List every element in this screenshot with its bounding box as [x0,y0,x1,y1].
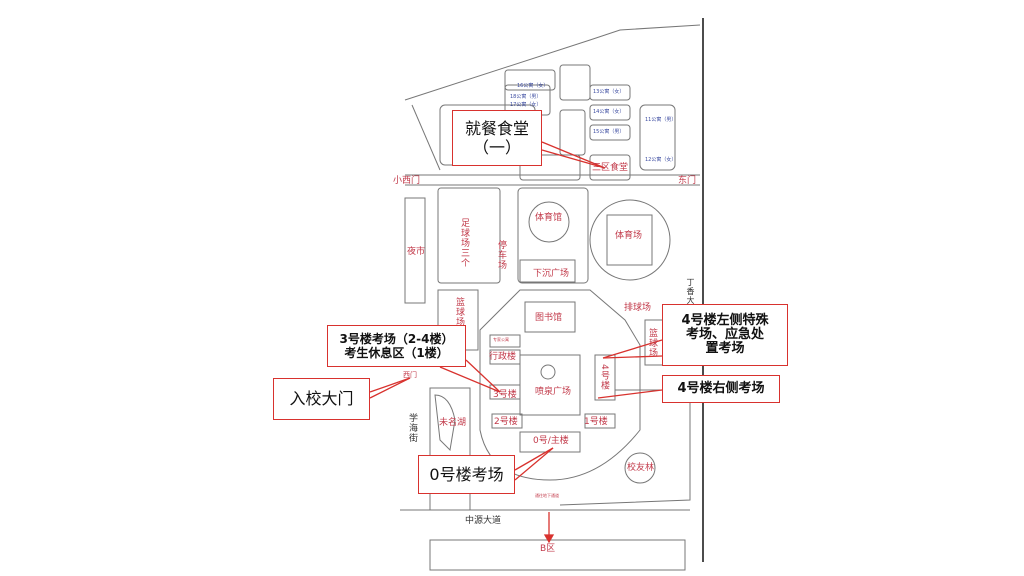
zhongyuan-avenue-label: 中源大道 [465,516,502,526]
xuehai-street-label: 学海街 [407,413,417,443]
lake-label: 未名湖 [439,418,467,428]
callout-line: 入校大门 [289,389,354,409]
dorm-label: 18公寓（男） [510,94,542,100]
callout-line: 4号楼右侧考场 [677,381,765,397]
building2-label: 2号楼 [494,417,518,427]
building3-callout: 3号楼考场（2-4楼） 考生休息区（1楼） [327,325,466,367]
dorm-label: 14公寓（女） [593,109,625,115]
west-gate-label: 西门 [403,371,417,379]
football-label: 足球场三个 [459,218,469,268]
callout-line: 4号楼左侧特殊 [681,312,769,328]
underpass-label: 通往地下通道 [535,493,559,498]
parking-label: 停车场 [496,240,506,270]
callout-line: 置考场 [705,341,745,357]
dining-hall-callout: 就餐食堂 （一） [452,110,542,166]
dorm-label: 16公寓（女） [517,83,549,89]
expert-apartment-label: 专家公寓 [493,337,509,342]
building4-right-callout: 4号楼右侧考场 [662,375,780,403]
lilac-avenue-label: 丁香大道 [686,278,695,314]
building4-label: 4号楼 [599,364,609,391]
building1-label: 1号楼 [584,417,608,427]
small-west-gate-label: 小西门 [393,176,421,186]
basketball-left-label: 篮球场 [454,297,464,327]
zone-b-label: B区 [540,544,556,554]
building0-callout: 0号楼考场 [418,455,515,494]
building4-left-callout: 4号楼左侧特殊 考场、应急处 置考场 [662,304,788,366]
volleyball-label: 排球场 [624,303,652,313]
entrance-callout: 入校大门 [273,378,370,420]
sunken-plaza-label: 下沉广场 [533,269,570,279]
alumni-forest-label: 校友林 [627,463,655,473]
callout-line: 0号楼考场 [429,464,504,484]
building0-label: 0号/主楼 [533,436,569,446]
callout-line: 考场、应急处 [685,326,764,342]
dorm-label: 12公寓（女） [645,157,677,163]
library-label: 图书馆 [535,313,563,323]
callout-line: 就餐食堂 [464,118,529,138]
dorm-label: 17公寓（女） [510,102,542,108]
dorm-label: 15公寓（男） [593,129,625,135]
dorm-label: 11公寓（男） [645,117,677,123]
east-gate-label: 东门 [678,176,697,186]
admin-building-label: 行政楼 [489,352,517,362]
callout-line: 3号楼考场（2-4楼） [339,331,454,346]
night-market-label: 夜市 [407,247,426,257]
canteen-label: 三区食堂 [592,163,629,173]
callout-line: 考生休息区（1楼） [344,346,449,360]
basketball-right-label: 篮球场 [647,328,657,358]
fountain-plaza-label: 喷泉广场 [535,387,572,397]
dorm-label: 13公寓（女） [593,89,625,95]
stadium-label: 体育场 [615,231,643,241]
gym-label: 体育馆 [535,213,563,223]
building3-label: 3号楼 [493,390,517,400]
callout-line: （一） [472,138,521,157]
